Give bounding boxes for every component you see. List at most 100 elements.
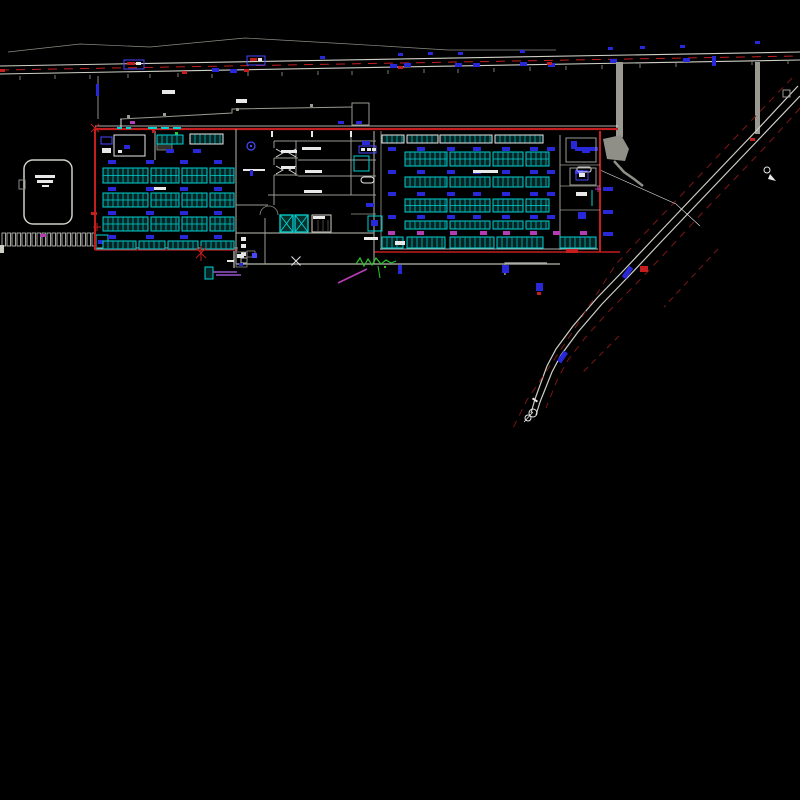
hall-blue-labels-stub xyxy=(417,192,425,196)
left-area-blue-labels-stub xyxy=(146,211,154,215)
left-area-blue-labels-stub xyxy=(180,160,188,164)
machine-row-b xyxy=(102,167,235,184)
hall-blue-labels-stub xyxy=(447,147,455,151)
parking-stall xyxy=(41,232,46,247)
parking-stall xyxy=(36,232,41,247)
double-door-x xyxy=(291,256,301,266)
elevator-1 xyxy=(279,214,294,233)
road-red-marks-stub xyxy=(0,69,5,72)
wc-fixture-cells-bar xyxy=(367,148,371,151)
machine-group xyxy=(404,176,448,188)
hall-blue-labels-stub xyxy=(547,192,555,196)
road-sign-text-1b-bar xyxy=(136,62,141,65)
elevator-2-x2 xyxy=(294,214,309,233)
fence-posts-stub xyxy=(310,104,313,107)
road-sign-text-2a-bar xyxy=(250,58,257,61)
boundary-blue-mark xyxy=(502,265,509,273)
hall-magenta-labels-stub xyxy=(553,231,560,235)
office-blue-cabinet xyxy=(100,136,113,145)
hall-blue-labels-stub xyxy=(502,147,510,151)
left-area-blue-labels-stub xyxy=(108,235,116,239)
wc-basin xyxy=(360,176,375,184)
east-blue-box xyxy=(575,170,589,181)
water-tank-label-bar xyxy=(37,180,53,183)
double-door-x-d2 xyxy=(291,256,301,266)
door-leaf-3 xyxy=(275,165,284,175)
mid-furniture-bars-bar xyxy=(243,169,265,171)
road-red-marks-stub xyxy=(750,138,755,141)
left-area-blue-labels-stub xyxy=(146,160,154,164)
water-tank-inlet xyxy=(18,179,26,190)
hall-magenta-labels-stub xyxy=(503,231,510,235)
door-arc-1 xyxy=(259,205,270,216)
hall-blue-labels-stub xyxy=(473,215,481,219)
road-vehicle-marks-stub xyxy=(520,62,527,66)
hall-blue-labels-stub xyxy=(473,147,481,151)
hall-magenta-labels-stub xyxy=(530,231,537,235)
wc-fixture-cells-bar xyxy=(372,148,376,151)
wc-fixture-cells-bar xyxy=(361,148,365,151)
canopy-fixture xyxy=(227,254,244,262)
hall-blue-labels-stub xyxy=(388,192,396,196)
hall-blue-labels-stub xyxy=(547,170,555,174)
office-blue-item-stub xyxy=(124,145,130,149)
topwall-cyan-dashes-bar xyxy=(126,127,131,129)
east-blue-box-inner-bar xyxy=(579,173,585,177)
hall-blue-labels-stub xyxy=(502,215,510,219)
hall-blue-labels-stub xyxy=(530,170,538,174)
wc-cyan-stall xyxy=(353,155,370,172)
parking-stall xyxy=(6,232,11,247)
office-blue-item xyxy=(124,145,130,149)
wc-blue-fixture xyxy=(371,220,378,226)
mid-blue-tick xyxy=(250,170,253,176)
road-small-blue-labels-stub xyxy=(520,50,525,53)
road-small-blue-labels-stub xyxy=(458,52,463,55)
edge-white-mark-bar xyxy=(0,245,4,253)
hall-blue-labels-stub xyxy=(473,192,481,196)
main-road-centerline xyxy=(0,55,800,71)
left-area-blue-labels-stub xyxy=(146,235,154,239)
road-vehicle-marks-stub xyxy=(230,69,237,73)
east-room-1 xyxy=(565,137,597,163)
wc-counter-bar xyxy=(364,237,378,240)
parking-stall xyxy=(26,232,31,247)
hall-white-bars-bar xyxy=(395,241,405,245)
canopy-blue-stub xyxy=(239,263,243,266)
hall-row-6 xyxy=(381,236,597,249)
hall-white-bars-bar xyxy=(473,170,498,173)
machine-group xyxy=(102,240,137,250)
canopy-fixture-bar xyxy=(227,260,234,262)
survey-square xyxy=(782,89,791,98)
road-sign-text-1a-bar xyxy=(127,62,135,65)
road-small-blue-labels-stub xyxy=(680,45,685,48)
fence-line xyxy=(119,106,353,120)
hall-row-5 xyxy=(404,220,550,230)
machine-group xyxy=(156,134,184,145)
highway-offset-dash-1 xyxy=(663,248,719,308)
blue-symbol-dot xyxy=(249,144,253,148)
east-room-fixture-2 xyxy=(582,147,590,153)
fence-posts-stub xyxy=(163,113,166,116)
machine-group xyxy=(525,220,550,230)
parking-stall xyxy=(81,232,86,247)
mid-blue-tick-stub xyxy=(250,170,253,176)
hall-blue-labels-stub xyxy=(530,215,538,219)
parking-stall xyxy=(76,232,81,247)
canopy-box xyxy=(235,251,248,268)
hall-blue-labels-stub xyxy=(417,170,425,174)
misc-green-dot xyxy=(175,132,178,135)
hall-row-2 xyxy=(404,151,550,167)
lower-fixtures-bar xyxy=(241,237,246,241)
road-sign-box-2 xyxy=(246,55,266,66)
machine-group xyxy=(406,236,446,249)
left-area-blue-labels-stub xyxy=(108,160,116,164)
wc-cyan-stall-2 xyxy=(367,215,383,232)
parking-stall xyxy=(16,232,21,247)
machine-group xyxy=(449,236,495,249)
green-dot xyxy=(384,266,386,268)
road-vehicle-marks-stub xyxy=(212,68,219,72)
leader-line xyxy=(599,169,701,227)
canopy-blue xyxy=(239,263,243,266)
